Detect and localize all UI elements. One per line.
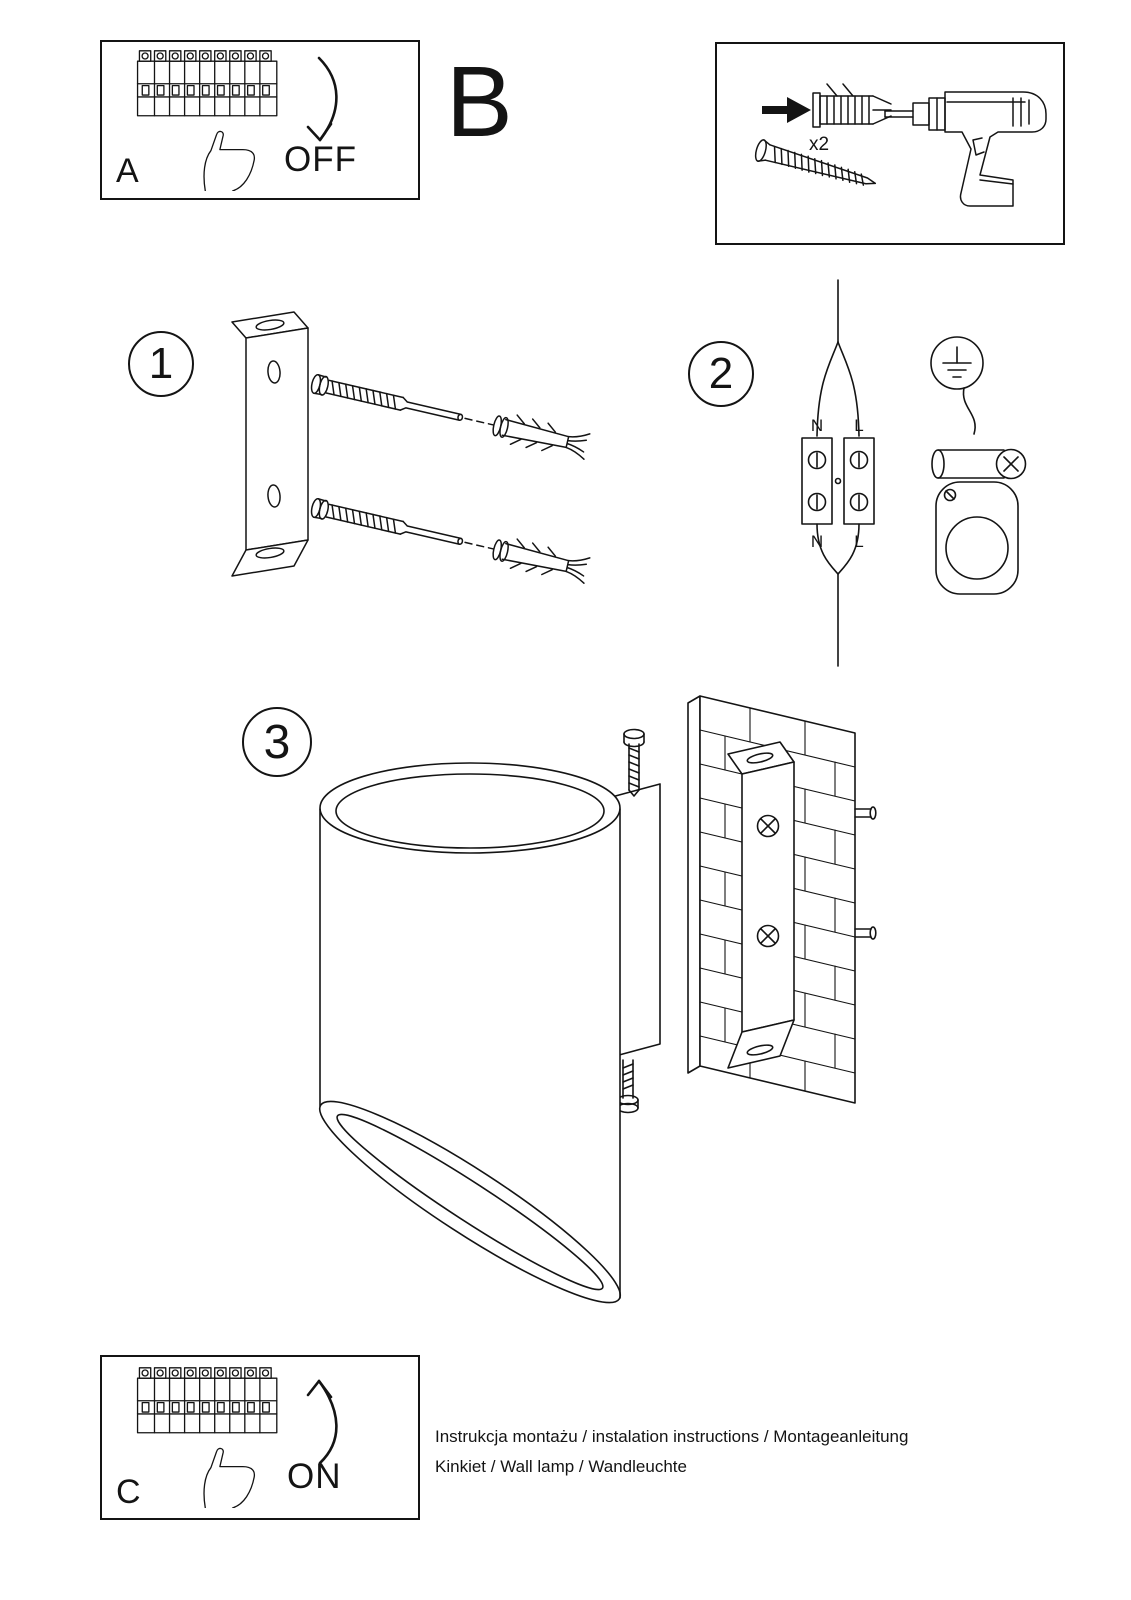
line-label-bottom: L xyxy=(854,532,864,551)
wiring-drawing xyxy=(801,279,875,667)
breaker-off-panel: A OFF xyxy=(100,40,420,200)
step-1-number: 1 xyxy=(148,339,174,388)
lamp-shade-icon xyxy=(318,762,622,1304)
ground-wire-icon xyxy=(962,387,976,435)
power-wire-icon xyxy=(816,279,860,437)
wall-bracket-icon xyxy=(727,741,795,1069)
line-label-top: L xyxy=(854,416,864,435)
panel-b-label: B xyxy=(446,46,513,158)
breaker-on-panel: C ON xyxy=(100,1355,420,1520)
neutral-label-top: N xyxy=(810,416,824,435)
panel-a-label: A xyxy=(116,152,139,190)
circuit-breaker-icon xyxy=(130,1365,290,1508)
neutral-label-bottom: N xyxy=(810,532,824,551)
on-label: ON xyxy=(287,1457,342,1496)
screw-anchor-icon xyxy=(310,373,591,460)
ground-symbol-icon xyxy=(930,336,984,390)
screw-icon xyxy=(754,139,877,186)
terminal-block-icon xyxy=(801,437,875,525)
step-1-badge: 1 xyxy=(128,331,194,397)
hardware-panel: x2 xyxy=(715,42,1065,245)
insert-arrow-icon xyxy=(762,97,811,123)
screw-anchor-icon xyxy=(310,497,591,584)
drill-icon xyxy=(884,91,1047,207)
footer-product-line: Kinkiet / Wall lamp / Wandleuchte xyxy=(435,1457,687,1476)
quantity-label: x2 xyxy=(809,134,830,155)
wall-screw-pin-icon xyxy=(854,806,877,940)
footer-title-line: Instrukcja montażu / instalation instruc… xyxy=(435,1427,909,1446)
step-3-badge: 3 xyxy=(242,707,312,777)
mount-screw-bottom-icon xyxy=(617,1059,639,1114)
bracket-and-anchors-drawing xyxy=(231,311,591,584)
hardware-drawing xyxy=(754,83,1047,207)
mounting-bracket-icon xyxy=(231,311,309,577)
step-2-number: 2 xyxy=(708,349,734,398)
mount-screw-top-icon xyxy=(623,728,645,797)
lamp-assembly-drawing xyxy=(318,695,877,1304)
lamp-wire-icon xyxy=(816,523,860,667)
off-label: OFF xyxy=(284,140,357,179)
lamp-holder-icon xyxy=(931,448,1027,595)
circuit-breaker-icon xyxy=(130,48,290,191)
step-3-number: 3 xyxy=(263,715,291,769)
ground-and-holder-drawing xyxy=(930,336,1027,595)
lamp-mount-icon xyxy=(607,728,661,1114)
on-arrow-icon xyxy=(306,1379,338,1465)
panel-c-label: C xyxy=(116,1473,141,1511)
step-2-badge: 2 xyxy=(688,341,754,407)
off-arrow-icon xyxy=(306,56,338,142)
wall-plug-icon xyxy=(812,83,892,128)
